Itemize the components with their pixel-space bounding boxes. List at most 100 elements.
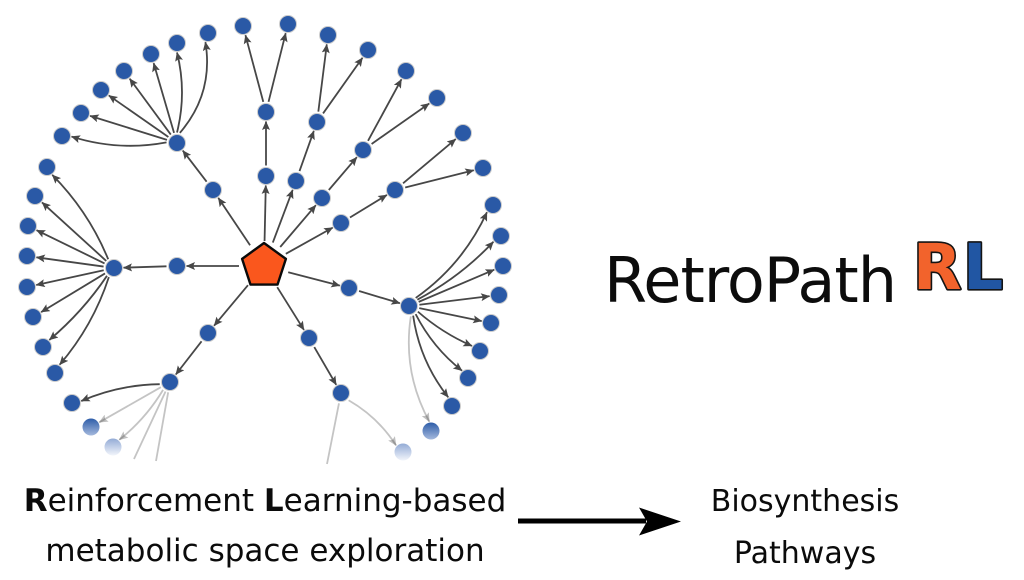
reaction-edge (298, 130, 315, 172)
reaction-edge (371, 102, 430, 145)
reaction-edge (152, 62, 175, 134)
metabolite-node (400, 297, 418, 315)
metabolite-node (332, 384, 350, 402)
metabolite-node (300, 329, 318, 347)
caption-output-line2: Pathways (733, 536, 877, 571)
reaction-edge (35, 269, 104, 288)
caption-bold-r: R (23, 483, 48, 519)
reaction-edge (155, 392, 170, 462)
reaction-edge (71, 135, 167, 147)
caption-output-line1: Biosynthesis (710, 484, 900, 519)
reaction-edge (128, 78, 172, 136)
reaction-edge (417, 310, 473, 347)
metabolite-node (105, 259, 123, 277)
metabolite-node (394, 443, 412, 461)
reaction-edge (419, 293, 491, 306)
reaction-edge (98, 386, 162, 424)
metabolite-node (287, 172, 305, 190)
reaction-edge (122, 263, 167, 272)
metabolite-node (142, 45, 160, 63)
app-title: RetroPath R L (604, 232, 1012, 313)
metabolite-node (397, 62, 415, 80)
reaction-edge (276, 286, 305, 331)
metabolite-node (199, 324, 217, 342)
metabolite-node (168, 134, 186, 152)
reaction-edge (367, 78, 403, 142)
reaction-edge (175, 52, 183, 133)
metabolite-node (26, 187, 44, 205)
reaction-edge (58, 276, 110, 366)
reaction-edge (348, 399, 397, 446)
rl-logo: R L (912, 232, 1005, 302)
metabolite-node (24, 308, 42, 326)
metabolite-node (257, 167, 275, 185)
metabolite-node (313, 189, 331, 207)
metabolite-node (82, 418, 100, 436)
caption-output: Biosynthesis Pathways (680, 476, 930, 580)
edges-layer (35, 32, 495, 465)
reaction-edge (317, 43, 330, 112)
reaction-edge (133, 391, 167, 460)
metabolite-node (332, 214, 350, 232)
title-text: RetroPath (604, 244, 897, 317)
reaction-edge (118, 389, 164, 441)
metabolite-node (115, 62, 133, 80)
caption-bold-l: L (263, 483, 284, 519)
metabolite-node (18, 278, 36, 296)
metabolite-node (19, 217, 37, 235)
reaction-edge (285, 226, 334, 255)
reaction-edge (48, 275, 108, 341)
reaction-edge (412, 315, 449, 398)
metabolite-node (454, 124, 472, 142)
metabolite-node (257, 103, 275, 121)
caption-method: Reinforcement Learning-based metabolic s… (3, 476, 527, 576)
flow-arrow (518, 507, 681, 536)
reaction-edge (349, 194, 388, 219)
nodes-layer (18, 15, 512, 461)
reaction-edge (414, 313, 463, 372)
metabolite-node (168, 257, 186, 275)
reaction-edge (419, 307, 483, 324)
metabolite-node (234, 17, 252, 35)
metabolite-node (422, 422, 440, 440)
reaction-edge (407, 316, 431, 423)
reaction-edge (418, 268, 495, 303)
reaction-edge (179, 41, 211, 134)
reaction-edge (415, 211, 488, 299)
metabolite-node (92, 81, 110, 99)
metabolite-node (471, 342, 489, 360)
reaction-edge (36, 229, 105, 265)
reaction-edge (89, 114, 168, 141)
logo-letter-r: R (913, 232, 962, 302)
reaction-edge (108, 94, 169, 138)
reaction-edge (243, 34, 265, 103)
reaction-edge (402, 138, 457, 184)
reaction-edge (175, 340, 203, 376)
metabolite-node (443, 397, 461, 415)
metabolite-node (494, 257, 512, 275)
retrosynthesis-network (18, 15, 512, 465)
metabolite-node (53, 127, 71, 145)
reaction-edge (261, 184, 270, 242)
metabolite-node (18, 247, 36, 265)
metabolite-node (204, 181, 222, 199)
metabolite-node (474, 159, 492, 177)
metabolite-node (359, 41, 377, 59)
caption-method-line2: metabolic space exploration (45, 533, 485, 569)
metabolite-node (38, 158, 56, 176)
metabolite-node (199, 24, 217, 42)
metabolite-node (386, 181, 404, 199)
reaction-edge (328, 156, 358, 191)
metabolite-node (459, 369, 477, 387)
reaction-edge (182, 149, 208, 183)
metabolite-node (63, 394, 81, 412)
caption-method-line1: Reinforcement Learning-based (23, 483, 507, 519)
metabolite-node (340, 279, 358, 297)
reaction-edge (279, 204, 317, 248)
metabolite-node (490, 286, 508, 304)
reaction-edge (271, 189, 294, 243)
reaction-edge (358, 290, 401, 305)
metabolite-node (354, 141, 372, 159)
reaction-edge (267, 32, 288, 103)
metabolite-node (428, 89, 446, 107)
